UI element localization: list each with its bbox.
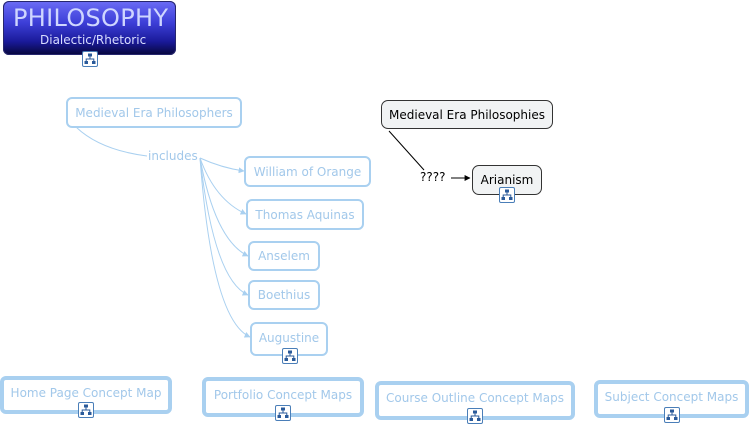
link-includes-to-william — [199, 157, 245, 174]
augustine-node[interactable]: Augustine — [250, 322, 328, 356]
link-includes-to-aquinas — [199, 157, 247, 215]
william-of-orange-node[interactable]: William of Orange — [244, 156, 371, 187]
anselem-node[interactable]: Anselem — [248, 241, 320, 271]
concept-map-icon[interactable] — [275, 405, 291, 421]
boethius-node[interactable]: Boethius — [248, 280, 320, 310]
concept-map-icon[interactable] — [664, 407, 680, 423]
link-philosophies-to-phrase — [388, 130, 425, 171]
concept-map-icon[interactable] — [499, 187, 515, 203]
concept-map-icon[interactable] — [467, 408, 483, 424]
unknown-linking-phrase: ???? — [420, 170, 446, 184]
thomas-aquinas-node[interactable]: Thomas Aquinas — [246, 199, 364, 230]
link-root-to-includes — [75, 126, 148, 157]
page-subtitle: Dialectic/Rhetoric — [40, 33, 147, 47]
link-includes-to-augustine — [199, 157, 251, 338]
link-includes-to-boethius — [199, 157, 249, 296]
philosophy-title-banner: PHILOSOPHY Dialectic/Rhetoric — [3, 1, 176, 55]
concept-map-icon[interactable] — [82, 51, 98, 67]
medieval-era-philosophers-node[interactable]: Medieval Era Philosophers — [66, 97, 242, 128]
concept-map-icon[interactable] — [78, 402, 94, 418]
medieval-era-philosophies-node[interactable]: Medieval Era Philosophies — [381, 100, 553, 129]
includes-linking-phrase: includes — [148, 149, 198, 163]
link-includes-to-anselem — [199, 157, 249, 257]
concept-map-icon[interactable] — [282, 348, 298, 364]
page-title: PHILOSOPHY — [13, 4, 169, 32]
